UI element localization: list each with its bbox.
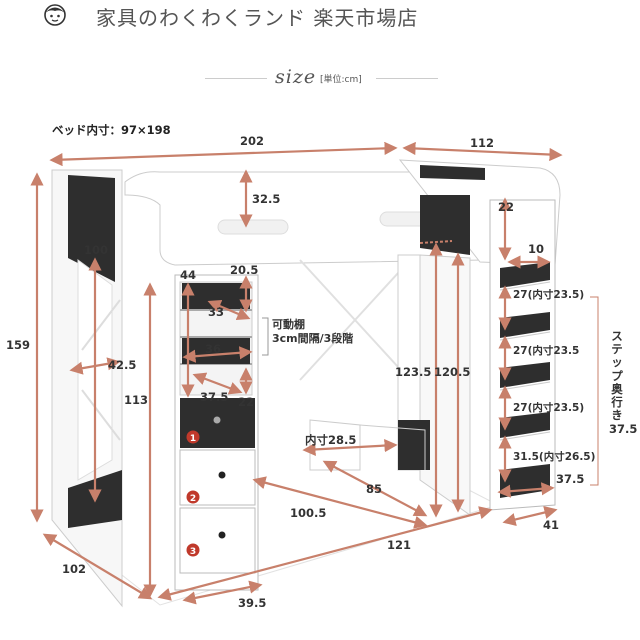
heading-rule-right <box>376 78 438 79</box>
dim-step-1: 27(内寸23.5) <box>513 289 585 301</box>
dim-floor-121: 121 <box>387 538 412 552</box>
arrow-33 <box>207 300 251 320</box>
dim-shelf-36: 36 <box>205 342 222 356</box>
drawer-badge-2-label: 2 <box>190 494 196 504</box>
dim-ladder-depth: 41 <box>543 518 560 532</box>
shop-header: 家具のわくわくランド 楽天市場店 <box>0 0 640 34</box>
dimension-arrows <box>30 141 563 605</box>
arrow-42-5 <box>69 357 121 375</box>
dim-cabinet-height: 113 <box>124 393 149 407</box>
dim-floor-85: 85 <box>366 482 383 496</box>
dim-total-height: 159 <box>6 338 31 352</box>
arrow-41 <box>502 506 558 526</box>
dim-shelf-top: 20.5 <box>230 263 259 277</box>
dim-cabinet-width: 39.5 <box>238 596 267 610</box>
heading-rule-left <box>205 78 267 79</box>
shop-title: 家具のわくわくランド 楽天市場店 <box>96 6 419 30</box>
arrow-37-5-step <box>497 482 555 498</box>
drawer-badge-2 <box>186 490 200 504</box>
dim-shelf-33: 33 <box>208 305 225 319</box>
ladder <box>489 199 556 511</box>
step-depth-note: ステップ奥行き <box>611 329 623 423</box>
dim-ladder-top: 22 <box>498 200 515 214</box>
dim-total-depth: 112 <box>470 136 495 150</box>
dim-total-width: 202 <box>240 134 265 148</box>
movable-shelf-detail: 3cm間隔/3段階 <box>272 331 354 345</box>
guard-opening-dash <box>419 240 453 244</box>
dim-step-width: 37.5 <box>556 472 585 486</box>
dim-inner-28-5: 内寸28.5 <box>305 433 357 447</box>
left-frame <box>51 169 123 608</box>
dim-post-width: 100 <box>84 243 109 257</box>
movable-shelf-title: 可動棚 <box>272 318 305 331</box>
unit-label: [単位:cm] <box>320 75 362 85</box>
bed-inner-size: ベッド内寸：97×198 <box>52 123 171 137</box>
arrow-28-5 <box>302 438 398 457</box>
dim-under-height: 123.5 <box>395 365 432 379</box>
arrow-39-5 <box>182 580 263 605</box>
drawer-badge-3-label: 3 <box>190 547 196 557</box>
arrow-112 <box>402 141 563 162</box>
movable-shelf-note: 可動棚 3cm間隔/3段階 <box>272 318 353 346</box>
arrow-37-5-shelf <box>192 372 243 395</box>
dim-ladder-height: 120.5 <box>434 365 471 379</box>
arrow-202 <box>49 141 398 167</box>
dim-frame-42-5: 42.5 <box>108 358 137 372</box>
arrow-102 <box>42 533 153 600</box>
shelf-note-bracket <box>262 317 269 356</box>
dim-shelf-depth: 44 <box>180 268 197 282</box>
size-heading: size <box>275 66 317 88</box>
dim-depth-bottom: 102 <box>62 562 87 576</box>
drawer-badge-1-label: 1 <box>190 434 196 444</box>
dim-shelf-22: 22 <box>238 395 255 409</box>
dim-guard-height: 32.5 <box>252 192 281 206</box>
dim-shelf-37-5: 37.5 <box>200 390 229 404</box>
dim-desk-100-5: 100.5 <box>290 506 327 520</box>
drawer-badge-1 <box>186 430 200 444</box>
dim-step-2: 27(内寸23.5 <box>513 345 580 357</box>
dim-step-4: 31.5(内寸26.5) <box>513 451 596 463</box>
dim-rung-width: 10 <box>528 242 545 256</box>
dim-step-depth-value: 37.5 <box>609 422 638 436</box>
step-depth-bracket <box>590 296 599 486</box>
child-face-icon <box>44 4 66 26</box>
frame-posts <box>299 254 471 516</box>
arrow-36 <box>182 346 253 363</box>
bed-guard <box>124 159 561 266</box>
dim-step-3: 27(内寸23.5) <box>513 402 585 414</box>
